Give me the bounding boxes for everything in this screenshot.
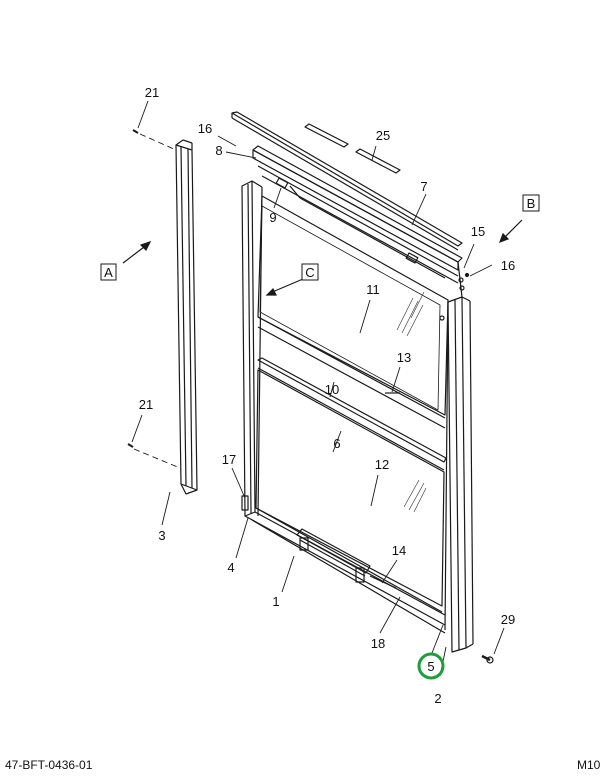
svg-text:B: B	[527, 196, 536, 211]
callout-3: 3	[158, 528, 165, 543]
left-channel-part	[175, 139, 198, 495]
callout-25: 25	[376, 128, 390, 143]
callout-2: 2	[434, 691, 441, 706]
view-marker-a: A	[100, 263, 117, 281]
bottom-rail	[255, 507, 443, 613]
callout-6: 6	[333, 436, 340, 451]
callout-29: 29	[501, 612, 515, 627]
callout-7: 7	[420, 179, 427, 194]
view-marker-b: B	[522, 194, 540, 212]
callout-labels: 21 16 8 25 7 9 15 16 11 13 10 6 12 21 17…	[139, 85, 515, 706]
svg-text:A: A	[104, 265, 113, 280]
top-strip-part	[231, 111, 463, 251]
callout-9: 9	[269, 210, 276, 225]
callout-16: 16	[198, 121, 212, 136]
callout-13: 13	[397, 350, 411, 365]
callout-10: 10	[325, 382, 339, 397]
callout-15: 15	[471, 224, 485, 239]
callout-18: 18	[371, 636, 385, 651]
callout-21: 21	[139, 397, 153, 412]
callout-5-highlight	[417, 652, 445, 680]
callout-8: 8	[215, 143, 222, 158]
screws	[127, 129, 494, 664]
view-marker-c: C	[301, 263, 319, 281]
latch-handle	[296, 528, 371, 583]
division-bars	[257, 316, 447, 471]
view-arrows	[122, 219, 523, 296]
lower-glass	[255, 369, 445, 607]
callout-16: 16	[501, 258, 515, 273]
callout-17: 17	[222, 452, 236, 467]
drawing-number: 47-BFT-0436-01	[5, 758, 93, 772]
callout-12: 12	[375, 457, 389, 472]
seal-pieces	[304, 123, 401, 174]
callout-4: 4	[227, 560, 234, 575]
sheet-code: M10	[577, 758, 601, 772]
upper-glass	[257, 195, 449, 416]
callout-14: 14	[392, 543, 406, 558]
callout-1: 1	[272, 594, 279, 609]
right-channel-part	[444, 261, 474, 653]
callout-11: 11	[366, 282, 380, 297]
small-hardware	[241, 272, 470, 511]
top-rail-part	[252, 145, 463, 284]
svg-text:C: C	[305, 265, 314, 280]
callout-21: 21	[145, 85, 159, 100]
callout-5: 5	[427, 659, 434, 674]
leader-lines	[131, 100, 505, 677]
